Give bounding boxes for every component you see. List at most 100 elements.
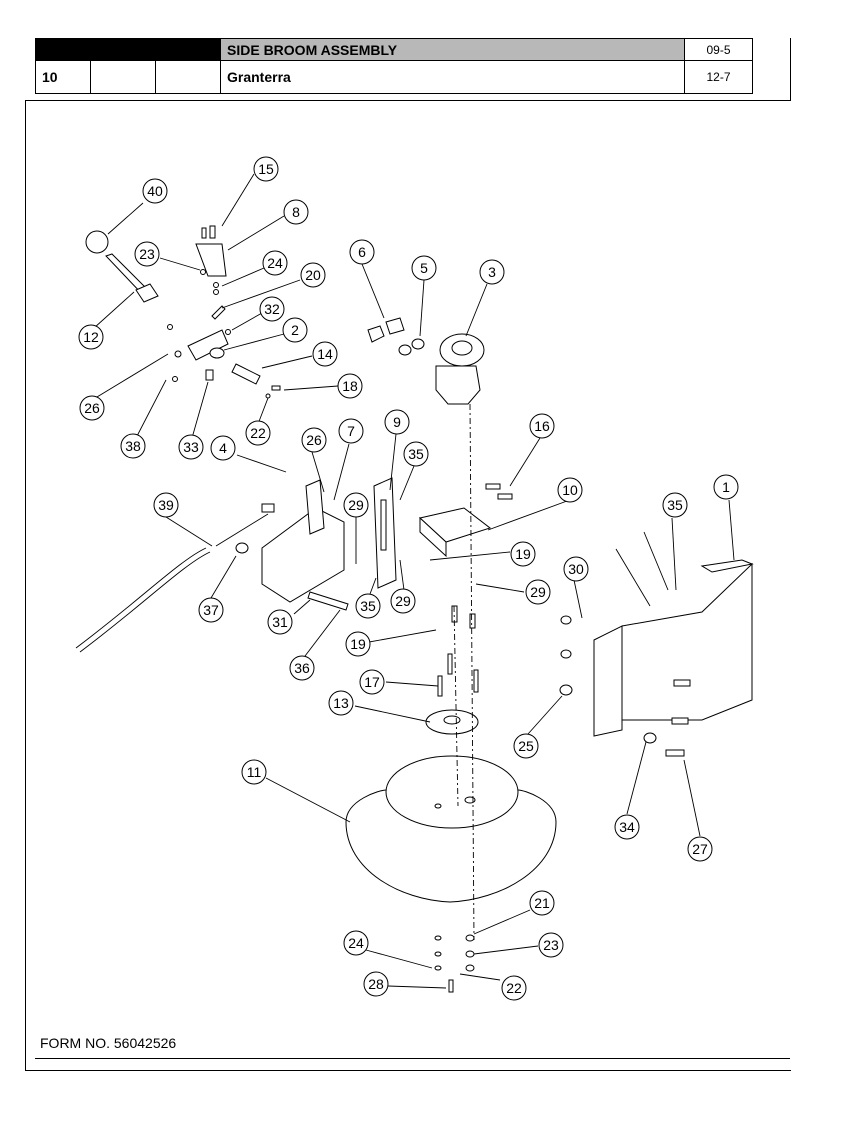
- svg-text:29: 29: [348, 497, 364, 513]
- callout-bubble: 35: [662, 492, 688, 518]
- callout-bubble: 24: [262, 250, 288, 276]
- part-washer: [465, 934, 475, 942]
- svg-text:9: 9: [393, 414, 401, 430]
- svg-text:39: 39: [158, 497, 174, 513]
- callout-bubble: 19: [345, 631, 371, 657]
- callout-bubble: 38: [120, 433, 146, 459]
- part-bolt: [469, 613, 476, 629]
- callout-bubble: 3: [479, 259, 505, 285]
- callout-bubble: 37: [198, 597, 224, 623]
- part-bolt: [447, 653, 453, 675]
- part-washer: [643, 732, 657, 744]
- part-fitting: [398, 344, 412, 356]
- part-washer: [434, 935, 442, 941]
- callout-bubble: 5: [411, 255, 437, 281]
- svg-text:16: 16: [534, 418, 550, 434]
- svg-text:24: 24: [348, 935, 364, 951]
- part-nut: [559, 684, 573, 696]
- part-broom-top: [385, 755, 519, 829]
- callout-bubble: 36: [289, 655, 315, 681]
- frame-line: [790, 38, 791, 100]
- callout-bubble: 35: [403, 441, 429, 467]
- callout-bubble: 29: [525, 579, 551, 605]
- part-cable-rod: [215, 513, 269, 547]
- callout-bubble: 15: [253, 156, 279, 182]
- svg-text:3: 3: [488, 264, 496, 280]
- part-bracket: [195, 243, 227, 277]
- part-screw: [205, 369, 214, 381]
- header-empty-cell: [90, 60, 156, 94]
- callout-bubble: 13: [328, 690, 354, 716]
- part-screw: [167, 324, 173, 330]
- center-axis: [453, 605, 459, 807]
- callout-bubble: 33: [178, 434, 204, 460]
- part-washer: [225, 329, 231, 335]
- callout-bubble: 27: [687, 836, 713, 862]
- callout-bubble: 29: [343, 492, 369, 518]
- svg-text:8: 8: [292, 204, 300, 220]
- callout-bubble: 6: [349, 239, 375, 265]
- section-number: 10: [35, 60, 91, 94]
- part-bolt: [497, 493, 513, 500]
- part-bolt: [671, 717, 689, 725]
- part-mount-bracket: [261, 507, 345, 603]
- svg-text:15: 15: [258, 161, 274, 177]
- svg-text:38: 38: [125, 438, 141, 454]
- callout-bubble: 25: [513, 733, 539, 759]
- svg-text:19: 19: [515, 546, 531, 562]
- svg-text:4: 4: [219, 440, 227, 456]
- svg-text:28: 28: [368, 976, 384, 992]
- svg-text:35: 35: [408, 446, 424, 462]
- callout-bubble: 14: [312, 341, 338, 367]
- svg-text:29: 29: [395, 593, 411, 609]
- svg-text:14: 14: [317, 346, 333, 362]
- part-knob: [85, 230, 109, 254]
- part-washer: [213, 282, 219, 288]
- part-washer: [172, 376, 178, 382]
- svg-text:2: 2: [291, 322, 299, 338]
- callout-bubble: 12: [78, 324, 104, 350]
- part-nut: [235, 542, 249, 554]
- part-bolt: [211, 305, 226, 320]
- svg-text:23: 23: [139, 246, 155, 262]
- callout-bubble: 20: [300, 262, 326, 288]
- part-washer: [213, 289, 219, 295]
- callout-bubble: 23: [134, 241, 160, 267]
- page-reference: 12-7: [684, 60, 753, 94]
- part-hub-center: [443, 715, 461, 725]
- part-washer: [465, 950, 475, 958]
- part-fitting: [385, 317, 405, 335]
- callout-bubble: 21: [529, 890, 555, 916]
- form-number: FORM NO. 56042526: [40, 1035, 177, 1051]
- part-pin: [307, 591, 349, 611]
- part-side-broom: [345, 789, 557, 903]
- header-black-cell: [90, 38, 156, 61]
- part-pivot-arm: [187, 329, 229, 361]
- part-hydraulic-motor: [435, 365, 481, 405]
- part-nut: [560, 615, 572, 625]
- svg-text:26: 26: [306, 432, 322, 448]
- callout-bubble: 23: [538, 932, 564, 958]
- center-axis: [469, 403, 475, 941]
- part-control-cable: [75, 547, 207, 649]
- svg-text:10: 10: [562, 482, 578, 498]
- svg-text:26: 26: [84, 400, 100, 416]
- part-bolt: [665, 749, 685, 757]
- callout-bubble: 11: [241, 759, 267, 785]
- frame-line: [25, 100, 26, 1070]
- part-motor-bracket-flange: [419, 516, 447, 558]
- svg-text:5: 5: [420, 260, 428, 276]
- frame-line: [35, 1058, 790, 1059]
- svg-text:35: 35: [360, 598, 376, 614]
- svg-text:32: 32: [264, 301, 280, 317]
- part-frame-bracket-top: [700, 559, 754, 573]
- svg-text:37: 37: [203, 602, 219, 618]
- svg-text:7: 7: [347, 423, 355, 439]
- part-bolt: [437, 675, 443, 697]
- callout-bubble: 10: [557, 477, 583, 503]
- part-control-cable: [79, 551, 211, 653]
- part-washer: [434, 951, 442, 957]
- part-washer: [265, 393, 271, 399]
- svg-text:6: 6: [358, 244, 366, 260]
